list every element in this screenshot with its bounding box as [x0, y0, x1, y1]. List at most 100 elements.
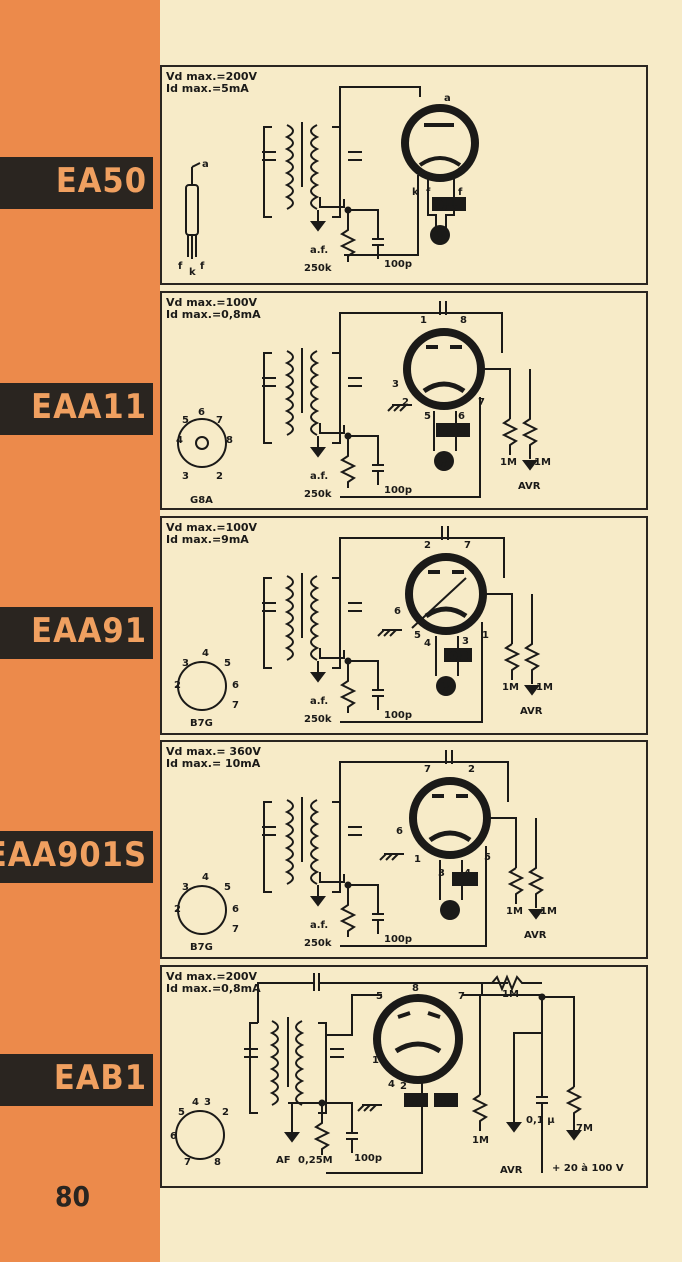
svg-text:2: 2: [400, 1081, 407, 1092]
svg-text:8: 8: [412, 983, 419, 994]
tube-label-ea50: EA50: [0, 157, 153, 209]
svg-text:a.f.: a.f.: [310, 471, 328, 482]
svg-text:6,3: 6,3: [437, 682, 455, 693]
svg-text:6,3: 6,3: [435, 457, 453, 468]
svg-text:6: 6: [396, 826, 403, 837]
svg-text:7: 7: [458, 991, 465, 1002]
schematic-eaa91: 4 3 5 2 6 7 B7G 2 7 6 5 4 3 1: [174, 526, 553, 729]
tube-name: EAB1: [53, 1058, 147, 1098]
svg-text:0,1 μ: 0,1 μ: [526, 1115, 555, 1126]
svg-text:100p: 100p: [384, 259, 412, 270]
svg-text:6: 6: [198, 407, 205, 418]
svg-text:2: 2: [402, 397, 409, 408]
svg-text:a.f.: a.f.: [310, 696, 328, 707]
svg-text:+ 20 à 100 V: + 20 à 100 V: [552, 1162, 624, 1174]
svg-text:100p: 100p: [354, 1153, 382, 1164]
svg-text:f: f: [458, 187, 463, 198]
svg-text:7: 7: [478, 397, 485, 408]
svg-text:1M: 1M: [500, 457, 517, 468]
svg-text:1: 1: [372, 1055, 379, 1066]
svg-text:AVR: AVR: [520, 706, 543, 717]
svg-text:B7G: B7G: [190, 942, 213, 953]
svg-text:3: 3: [204, 1097, 211, 1108]
svg-text:2: 2: [216, 471, 223, 482]
svg-text:G8A: G8A: [190, 495, 213, 506]
schematic-eaa11: 6 5 7 4 8 3 2 G8A 1 8 3 2 5 6 7: [176, 301, 551, 506]
svg-text:250k: 250k: [304, 489, 332, 500]
svg-text:f: f: [200, 261, 205, 272]
svg-text:5: 5: [224, 658, 231, 669]
svg-text:8: 8: [460, 315, 467, 326]
svg-text:3: 3: [182, 658, 189, 669]
svg-text:4: 4: [202, 648, 209, 659]
svg-text:7M: 7M: [576, 1123, 593, 1134]
svg-text:k: k: [189, 267, 196, 278]
svg-text:100p: 100p: [384, 485, 412, 496]
svg-text:0,3: 0,3: [457, 875, 475, 886]
svg-text:0,25M: 0,25M: [298, 1155, 333, 1166]
svg-text:1: 1: [420, 315, 427, 326]
svg-text:8: 8: [214, 1157, 221, 1168]
svg-text:4: 4: [424, 638, 431, 649]
svg-text:1: 1: [414, 854, 421, 865]
svg-text:5: 5: [178, 1107, 185, 1118]
svg-text:2: 2: [468, 764, 475, 775]
tube-name: EAA901S: [0, 835, 147, 875]
svg-text:100p: 100p: [384, 934, 412, 945]
svg-text:100p: 100p: [384, 710, 412, 721]
svg-text:6,3: 6,3: [441, 906, 459, 917]
svg-text:f: f: [178, 261, 183, 272]
svg-text:6: 6: [232, 680, 239, 691]
svg-text:a.f.: a.f.: [310, 920, 328, 931]
svg-text:6: 6: [170, 1131, 177, 1142]
svg-text:7: 7: [184, 1157, 191, 1168]
tube-label-eab1: EAB1: [0, 1054, 153, 1106]
svg-text:AVR: AVR: [524, 930, 547, 941]
tube-label-eaa11: EAA11: [0, 383, 153, 435]
svg-text:2: 2: [174, 680, 181, 691]
svg-text:3: 3: [438, 868, 445, 879]
svg-text:4: 4: [388, 1079, 395, 1090]
svg-text:3: 3: [462, 636, 469, 647]
svg-text:a: a: [444, 93, 451, 104]
svg-text:1M: 1M: [506, 906, 523, 917]
svg-text:3: 3: [392, 379, 399, 390]
svg-text:8: 8: [226, 435, 233, 446]
svg-text:6,3: 6,3: [431, 231, 449, 242]
svg-text:a.f.: a.f.: [310, 245, 328, 256]
tube-name: EA50: [55, 161, 147, 201]
tube-label-eaa91: EAA91: [0, 607, 153, 659]
svg-text:0,3: 0,3: [450, 651, 468, 662]
svg-text:5: 5: [376, 991, 383, 1002]
svg-text:B7G: B7G: [190, 718, 213, 729]
svg-text:1M: 1M: [472, 1135, 489, 1146]
svg-text:1M: 1M: [536, 682, 553, 693]
svg-text:7: 7: [232, 924, 239, 935]
page-number: 80: [55, 1180, 91, 1213]
svg-text:6: 6: [232, 904, 239, 915]
svg-text:7: 7: [464, 540, 471, 551]
svg-text:4: 4: [192, 1097, 199, 1108]
svg-text:6,3: 6,3: [406, 1096, 424, 1107]
svg-text:0,35: 0,35: [440, 426, 465, 437]
svg-text:4: 4: [176, 435, 183, 446]
svg-text:k: k: [412, 187, 419, 198]
svg-text:6: 6: [394, 606, 401, 617]
svg-text:2: 2: [424, 540, 431, 551]
tube-name: EAA91: [31, 611, 147, 651]
svg-text:7: 7: [216, 415, 223, 426]
schematic-ea50: a f k f a k f f 0,15 6,3: [178, 86, 479, 278]
svg-text:6: 6: [458, 411, 465, 422]
svg-text:2: 2: [174, 904, 181, 915]
svg-text:4: 4: [202, 872, 209, 883]
svg-text:2: 2: [222, 1107, 229, 1118]
schematic-eaa901s: 4 3 5 2 6 7 B7G 7 2 6 1 3 4 5 0,3: [174, 750, 557, 953]
svg-text:0,2: 0,2: [438, 1096, 456, 1107]
svg-text:AVR: AVR: [518, 481, 541, 492]
